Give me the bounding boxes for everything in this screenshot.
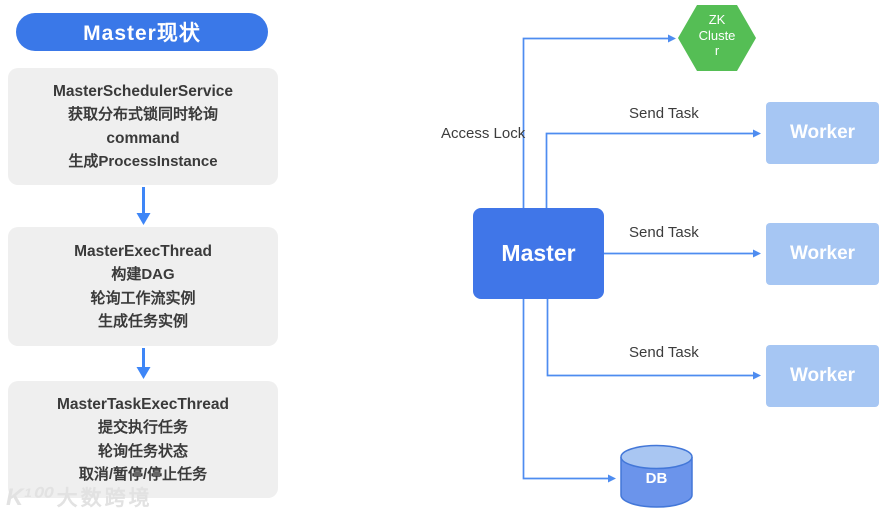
step-box-scheduler-service: MasterSchedulerService 获取分布式锁同时轮询 comman… [8,68,278,185]
zk-cluster-label: ZK Cluste r [678,12,756,59]
db-node-label: DB [645,470,668,487]
label-send-task-1: Send Task [629,105,699,122]
step-line: MasterTaskExecThread [56,395,230,413]
step-line: 提交执行任务 [97,419,188,436]
step-line: 取消/暂停/停止任务 [78,466,208,483]
connector-master-db [522,299,616,483]
page-title: Master现状 [83,22,201,45]
step-line: 构建DAG [111,266,175,283]
label-access-lock: Access Lock [441,125,526,142]
watermark: K¹⁰⁰ 大数跨境 [6,482,153,512]
title-pill: Master现状 [16,13,268,51]
worker-node-label: Worker [789,365,856,386]
worker-node-2: Worker [766,223,879,285]
step-line: MasterSchedulerService [52,82,234,100]
label-send-task-3: Send Task [629,344,699,361]
step-arrow-2 [136,348,151,379]
watermark-text: 大数跨境 [56,487,153,510]
worker-node-3: Worker [766,345,879,407]
step-arrow-1 [136,187,151,225]
label-send-task-2: Send Task [629,224,699,241]
watermark-logo-icon: K¹⁰⁰ [6,484,51,511]
zk-label-line: Cluste [698,27,736,43]
step-box-task-exec-thread: MasterTaskExecThread 提交执行任务 轮询任务状态 取消/暂停… [8,381,278,498]
master-node-label: Master [501,240,576,266]
connector-master-worker3 [546,299,761,380]
worker-node-label: Worker [789,122,856,143]
step-box-exec-thread: MasterExecThread 构建DAG 轮询工作流实例 生成任务实例 [8,227,278,346]
step-line: 轮询任务状态 [97,442,188,460]
worker-node-label: Worker [789,243,856,264]
zk-label-line: ZK [708,12,726,27]
step-line: MasterExecThread [74,242,212,260]
step-line: 生成ProcessInstance [68,153,218,170]
step-line: 生成任务实例 [97,313,188,330]
zk-label-line: r [714,43,720,58]
master-node: Master [473,208,604,299]
connector-master-worker1 [545,129,761,209]
connector-master-worker2 [604,249,761,258]
step-line: 轮询工作流实例 [90,289,196,307]
step-line: 获取分布式锁同时轮询 [67,106,218,123]
worker-node-1: Worker [766,102,879,164]
step-line: command [106,129,180,147]
